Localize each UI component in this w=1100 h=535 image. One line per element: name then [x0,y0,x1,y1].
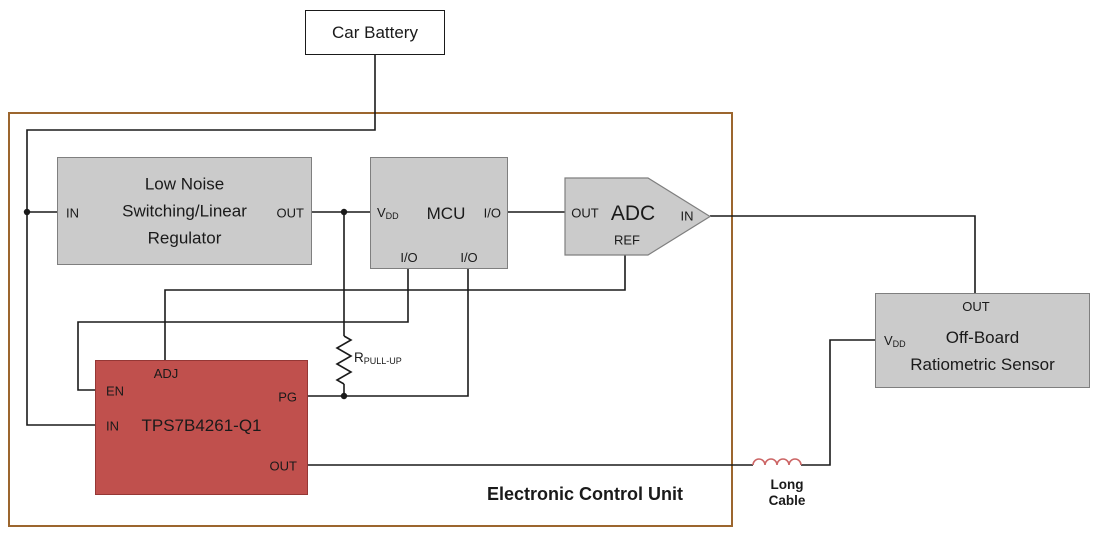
tracker-pin-out: OUT [269,458,297,474]
mcu-block: VDD MCU I/O I/O I/O [370,157,508,269]
regulator-pin-in: IN [66,205,79,221]
sensor-title: Off-Board Ratiometric Sensor [876,324,1089,378]
long-cable-label-line1: Long [770,477,804,492]
sensor-title-line1: Off-Board [945,328,1020,347]
regulator-title-line2: Switching/Linear [122,201,247,221]
long-cable-inductor-symbol [752,458,802,466]
adc-pin-in: IN [680,208,694,224]
junction-dot [23,208,31,216]
tracker-title: TPS7B4261-Q1 [141,416,262,435]
pullup-resistor-symbol [335,335,353,385]
wire-adc-ref-to-adj [164,255,626,360]
junction-dot [340,208,348,216]
sensor-vdd-label-subscript: DD [892,339,906,349]
sensor-vdd-label-base: V [884,333,893,348]
sensor-pin-out: OUT [962,299,990,314]
pullup-label-subscript: PULL-UP [363,356,402,366]
wire-pg-to-mcu-io [308,269,469,397]
mcu-pin-vdd: VDD [377,205,399,221]
adc-pin-out: OUT [571,205,599,221]
mcu-title: MCU [426,204,466,223]
tracker-pin-in: IN [106,418,119,434]
pullup-resistor-label: RPULL-UP [354,350,402,366]
car-battery-label: Car Battery [332,22,418,42]
wire-mcu-io-to-en [77,269,409,391]
long-cable-label: Long Cable [747,477,827,509]
wire-adc-in-to-sensor-out [710,215,976,293]
ecu-boundary [8,112,733,527]
regulator-title: Low Noise Switching/Linear Regulator [58,171,311,252]
regulator-block: Low Noise Switching/Linear Regulator IN … [57,157,312,265]
sensor-pin-vdd: VDD [884,333,906,349]
regulator-title-line1: Low Noise [144,174,225,194]
adc-title: ADC [610,202,656,225]
regulator-pin-out: OUT [276,205,304,221]
junction-dot [340,392,348,400]
sensor-block: OUT VDD Off-Board Ratiometric Sensor [875,293,1090,388]
mcu-pin-io-right: I/O [483,205,501,221]
vdd-label-subscript: DD [385,211,399,221]
mcu-pin-io-bottom-left: I/O [400,250,418,265]
pullup-label-base: R [354,350,364,365]
vdd-label-base: V [377,205,386,220]
wire-cable-to-sensor-vdd [801,339,875,466]
wire-battery-to-rail [26,55,376,426]
sensor-title-line2: Ratiometric Sensor [910,355,1055,374]
mcu-pin-io-bottom-right: I/O [460,250,478,265]
car-battery-block: Car Battery [305,10,445,55]
tracker-pin-en: EN [106,383,125,399]
tracker-block: ADJ EN IN PG OUT TPS7B4261-Q1 [95,360,308,495]
regulator-title-line3: Regulator [147,228,222,248]
ecu-label: Electronic Control Unit [486,484,683,504]
tracker-pin-pg: PG [278,389,297,405]
long-cable-label-line2: Cable [768,493,806,508]
adc-block-shape [564,177,712,256]
adc-pin-ref: REF [614,232,640,248]
tracker-pin-adj: ADJ [153,366,179,381]
